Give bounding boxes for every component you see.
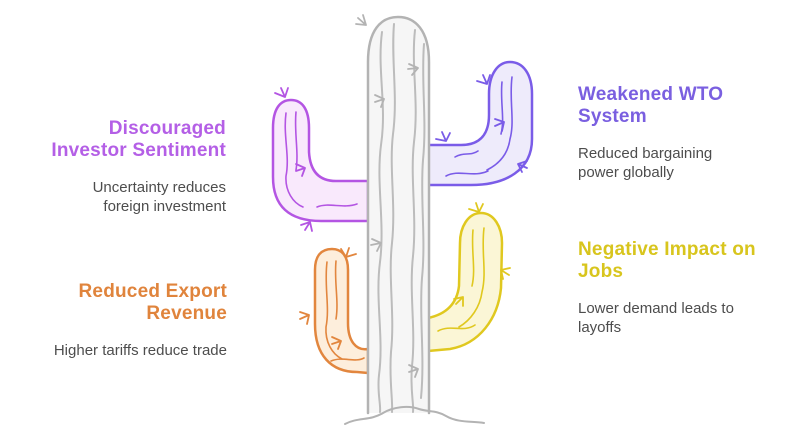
ground-line: [344, 405, 485, 425]
arm-spines: [274, 87, 313, 232]
arm-spines: [453, 202, 511, 307]
card-title-wto-system: Weakened WTO System: [578, 84, 724, 127]
card-title-export-revenue: Reduced Export Revenue: [78, 281, 227, 324]
arm-ridges: [284, 111, 358, 208]
card-subtitle-wto-system: Reduced bargaining power globally: [578, 145, 713, 181]
card-investor-sentiment: Discouraged Investor Sentiment Uncertain…: [6, 118, 226, 216]
arm-spines: [299, 247, 357, 350]
card-title-investor-sentiment: Discouraged Investor Sentiment: [51, 118, 226, 161]
arm-spines: [435, 74, 528, 173]
card-wto-system: Weakened WTO System Reduced bargaining p…: [578, 84, 798, 182]
card-subtitle-jobs-impact: Lower demand leads to layoffs: [578, 300, 734, 336]
cactus-arm-upper-right: [426, 60, 534, 187]
card-title-jobs-impact: Negative Impact on Jobs: [578, 239, 756, 282]
cactus-arm-upper-left: [271, 87, 370, 232]
card-export-revenue: Reduced Export Revenue Higher tariffs re…: [7, 281, 227, 360]
card-subtitle-export-revenue: Higher tariffs reduce trade: [53, 342, 227, 359]
card-subtitle-investor-sentiment: Uncertainty reduces foreign investment: [92, 179, 226, 215]
arm-ridges: [325, 260, 365, 362]
arm-ridges: [437, 227, 485, 332]
cactus-arm-lower-left: [299, 247, 370, 375]
cactus-arm-lower-right: [426, 202, 511, 353]
arm-body: [271, 98, 370, 223]
trunk-body: [368, 17, 429, 413]
trunk-spines: [355, 14, 419, 378]
card-jobs-impact: Negative Impact on Jobs Lower demand lea…: [578, 239, 798, 337]
arm-body: [426, 60, 534, 187]
trunk-outline: [366, 15, 431, 415]
cactus-trunk: [355, 14, 431, 415]
arm-body: [313, 247, 370, 375]
